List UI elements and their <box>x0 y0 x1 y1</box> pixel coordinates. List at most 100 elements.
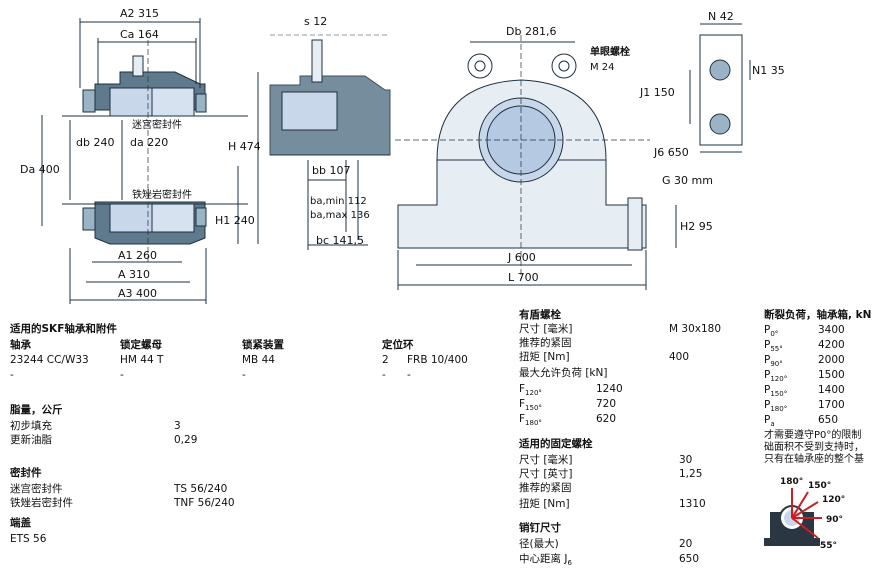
dim-Db: Db 281,6 <box>506 25 556 38</box>
angle-120: 120° <box>822 495 845 505</box>
header-locating-ring: 定位环 <box>382 339 414 351</box>
dim-A3: A3 400 <box>118 287 157 300</box>
p55-value: 4200 <box>818 339 845 351</box>
f120-value: 1240 <box>596 383 623 395</box>
seal-labyrinth-value: TS 56/240 <box>174 483 228 495</box>
p90-value: 2000 <box>818 354 845 366</box>
angle-180: 180° <box>780 477 803 487</box>
note-line-1: 才需要遵守P0°的限制 <box>764 430 862 441</box>
load-direction-diagram: 180° 150° 120° 90° 55° <box>764 477 845 551</box>
dim-H: H 474 <box>228 140 261 153</box>
attach-size-mm-label: 尺寸 [毫米] <box>519 454 573 466</box>
p120-label: P120° <box>764 369 788 384</box>
lock-nut-alt: - <box>120 369 124 381</box>
attach-bolts-title: 适用的固定螺栓 <box>519 438 593 450</box>
dim-N1: N1 35 <box>752 64 785 77</box>
header-locking-device: 锁紧装置 <box>242 339 284 351</box>
f180-value: 620 <box>596 413 617 425</box>
dowel-dist-label: 中心距离 J6 <box>519 553 572 568</box>
dim-H2: H2 95 <box>680 220 713 233</box>
dim-da: da 220 <box>130 136 168 149</box>
f150-label: F150° <box>519 398 542 413</box>
attach-size-mm-value: 30 <box>679 454 693 466</box>
dim-db: db 240 <box>76 136 114 149</box>
grease-title: 脂量，公斤 <box>10 404 63 416</box>
cap-bolt-recommended: 推荐的紧固 <box>519 337 572 349</box>
dim-A1: A1 260 <box>118 249 157 262</box>
dowel-dist-value: 650 <box>679 553 700 565</box>
p0-value: 3400 <box>818 324 845 336</box>
cap-bolt-maxload-label: 最大允许负荷 [kN] <box>519 367 608 379</box>
ring-value: FRB 10/400 <box>407 354 468 366</box>
angle-150: 150° <box>808 481 831 491</box>
angle-55: 55° <box>820 541 837 551</box>
label-labyrinth-seal: 迷宫密封件 <box>132 118 182 131</box>
dim-bamax: ba,max 136 <box>310 210 370 221</box>
f120-label: F120° <box>519 383 542 398</box>
pa-value: 650 <box>818 414 839 426</box>
cap-bolts-title: 有盾螺栓 <box>519 309 561 321</box>
p0-label: P0° <box>764 324 779 339</box>
bearing-alt: - <box>10 369 14 381</box>
endcover-title: 端盖 <box>10 517 31 529</box>
seal-detail-view <box>269 34 391 250</box>
p180-value: 1700 <box>818 399 845 411</box>
note-line-3: 只有在轴承座的整个基 <box>764 454 864 465</box>
dim-Da: Da 400 <box>20 163 60 176</box>
header-lock-nut: 锁定螺母 <box>120 339 162 351</box>
label-eye-bolt-size: M 24 <box>590 62 615 73</box>
seal-taconite-label: 铁矬岩密封件 <box>10 497 73 509</box>
endcover-value: ETS 56 <box>10 533 47 545</box>
p150-label: P150° <box>764 384 788 399</box>
dim-A2: A2 315 <box>120 7 159 20</box>
accessories-title: 适用的SKF轴承和附件 <box>10 323 117 335</box>
f180-label: F180° <box>519 413 542 428</box>
attach-size-in-value: 1,25 <box>679 468 703 480</box>
foot-view <box>689 23 751 153</box>
seal-labyrinth-label: 迷宫密封件 <box>10 483 63 495</box>
p90-label: P90° <box>764 354 783 369</box>
attach-size-in-label: 尺寸 [英寸] <box>519 468 573 480</box>
dim-s: s 12 <box>304 15 327 28</box>
dim-J1: J1 150 <box>639 86 675 99</box>
angle-90: 90° <box>826 515 843 525</box>
cross-section-view <box>41 18 259 304</box>
dim-G: G 30 mm <box>662 174 713 187</box>
dim-bb: bb 107 <box>312 164 350 177</box>
p55-label: P55° <box>764 339 783 354</box>
pa-label: Pa <box>764 414 775 429</box>
ring-alt: - <box>407 369 411 381</box>
p150-value: 1400 <box>818 384 845 396</box>
locking-device-value: MB 44 <box>242 354 275 366</box>
attach-torque-value: 1310 <box>679 498 706 510</box>
breaking-title: 断裂负荷，轴承箱, kN <box>764 309 872 321</box>
label-taconite-seal: 铁矬岩密封件 <box>132 188 192 201</box>
attach-torque-label: 扭矩 [Nm] <box>519 498 570 510</box>
dim-bamin: ba,min 112 <box>310 196 367 207</box>
seals-title: 密封件 <box>10 467 42 479</box>
dowel-diam-value: 20 <box>679 538 693 550</box>
cap-bolt-size-label: 尺寸 [毫米] <box>519 323 573 335</box>
dim-Ca: Ca 164 <box>120 28 159 41</box>
ring-count-alt: - <box>382 369 386 381</box>
dim-J6: J6 650 <box>653 146 689 159</box>
f150-value: 720 <box>596 398 617 410</box>
dim-A: A 310 <box>118 268 150 281</box>
dim-H1: H1 240 <box>215 214 255 227</box>
front-view <box>395 35 677 290</box>
dowel-diam-label: 径(最大) <box>519 538 559 550</box>
dim-J: J 600 <box>507 251 536 264</box>
label-eye-bolt: 单眼螺栓 <box>590 45 630 58</box>
lock-nut-value: HM 44 T <box>120 354 164 366</box>
cap-bolt-size-value: M 30x180 <box>669 323 722 335</box>
grease-initial-value: 3 <box>174 420 181 432</box>
grease-initial-label: 初步填充 <box>10 420 52 432</box>
grease-relub-value: 0,29 <box>174 434 198 446</box>
dim-L: L 700 <box>508 271 539 284</box>
ring-count: 2 <box>382 354 389 366</box>
p120-value: 1500 <box>818 369 845 381</box>
p180-label: P180° <box>764 399 788 414</box>
attach-recommended: 推荐的紧固 <box>519 482 572 494</box>
cap-bolt-torque-value: 400 <box>669 351 690 363</box>
